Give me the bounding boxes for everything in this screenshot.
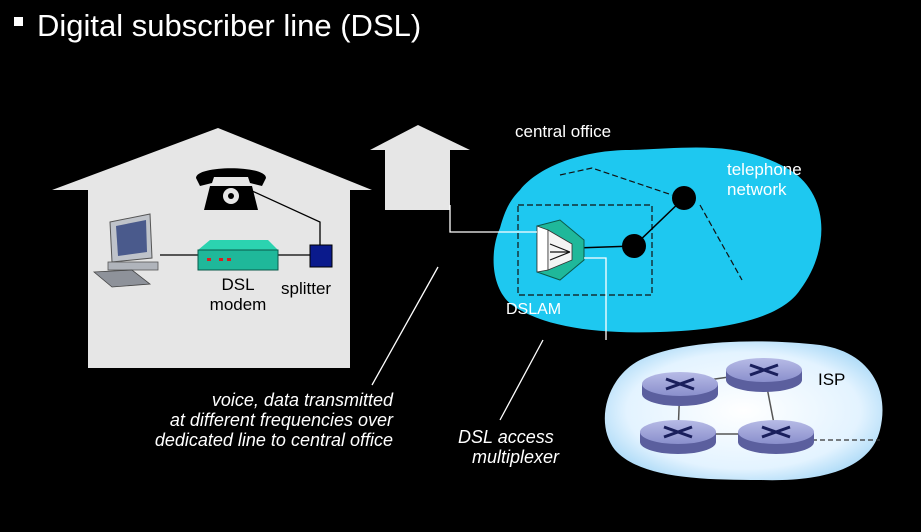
- telephone-icon: [196, 168, 266, 210]
- dedicated-line: [449, 205, 537, 233]
- router-icon: [738, 420, 814, 454]
- network-switch-node: [672, 186, 696, 210]
- slide-title: Digital subscriber line (DSL): [14, 8, 421, 44]
- network-dashed-link: [559, 167, 743, 281]
- bullet-icon: [14, 17, 23, 27]
- title-text: Digital subscriber line (DSL): [37, 8, 422, 43]
- dslam-icon: [536, 219, 585, 281]
- voice-data-note: voice, data transmitted: [212, 390, 394, 410]
- dsl-modem-label: modem: [210, 295, 267, 314]
- telephone-network-label: telephone: [727, 160, 802, 179]
- computer-icon: [92, 213, 159, 288]
- splitter-icon: [309, 244, 333, 268]
- router-icon: [640, 420, 716, 454]
- central-office-building: [370, 125, 470, 210]
- dslam-label: DSLAM: [506, 301, 561, 318]
- dsl-access-note: multiplexer: [472, 447, 560, 467]
- telephone-network-cloud: [493, 147, 822, 333]
- splitter-label: splitter: [281, 279, 331, 298]
- dsl-modem-icon: [197, 240, 279, 271]
- dslam-pointer: [499, 339, 544, 421]
- dsl-access-note: DSL access: [458, 427, 554, 447]
- phone-splitter-cable: [249, 189, 321, 245]
- voice-data-note: at different frequencies over: [170, 410, 394, 430]
- dslam-dashed-box: [517, 204, 653, 296]
- router-icon: [642, 372, 718, 406]
- telephone-network-label: network: [727, 180, 787, 199]
- network-switch-node: [622, 234, 646, 258]
- dslam-to-isp-line: [584, 257, 607, 332]
- isp-label: ISP: [818, 370, 845, 389]
- dsl-modem-label: DSL: [221, 275, 254, 294]
- central-office-label: central office: [515, 122, 611, 141]
- voice-data-note: dedicated line to central office: [155, 430, 393, 450]
- voice-data-pointer: [371, 266, 439, 386]
- router-icon: [726, 358, 802, 392]
